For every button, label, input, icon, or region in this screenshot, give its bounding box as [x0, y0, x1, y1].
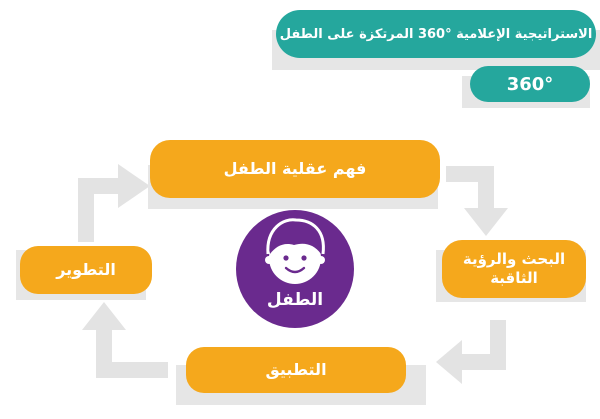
page-title: الاستراتيجية الإعلامية °360 المرتكزة على…: [276, 10, 596, 58]
step-label: فهم عقلية الطفل: [223, 159, 367, 178]
step-label: التطبيق: [265, 360, 327, 379]
step-understand-child-mind: فهم عقلية الطفل: [150, 140, 440, 198]
step-application: التطبيق: [186, 347, 406, 393]
step-label: البحث والرؤية الثاقبة: [462, 250, 566, 287]
step-research-insight: البحث والرؤية الثاقبة: [442, 240, 586, 298]
badge-360: 360°: [470, 66, 590, 102]
arrow-bottom-left: [82, 302, 168, 378]
step-development: التطوير: [20, 246, 152, 294]
arrow-bottom-right: [436, 320, 506, 384]
arrow-top-left: [78, 164, 150, 242]
step-label: التطوير: [56, 260, 116, 279]
center-label: الطفل: [266, 290, 324, 310]
arrow-top-right: [446, 166, 508, 236]
